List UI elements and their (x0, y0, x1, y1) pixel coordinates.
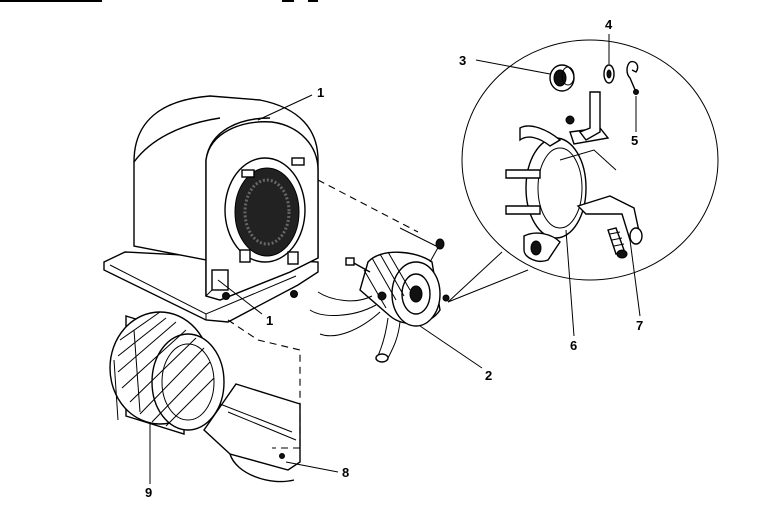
leader-lines (149, 34, 641, 484)
callout-6-mount-ring: 6 (570, 338, 577, 353)
blower-housing (103, 95, 319, 323)
callout-labels: 1 1 2 3 4 5 6 7 8 9 (145, 17, 643, 500)
assembly-dashed-lines (227, 179, 419, 449)
top-border (0, 0, 784, 2)
callout-2-motor: 2 (485, 368, 492, 383)
callout-9-wheel: 9 (145, 485, 152, 500)
callout-7-arm: 7 (636, 318, 643, 333)
rubber-grommet (549, 64, 575, 92)
detail-view (447, 39, 719, 303)
callout-1-bracket: 1 (266, 313, 273, 328)
callout-5-clip: 5 (631, 133, 638, 148)
callout-3-grommet: 3 (459, 53, 466, 68)
callout-1-housing: 1 (317, 85, 324, 100)
callout-4-washer: 4 (605, 17, 613, 32)
blower-motor (309, 227, 450, 363)
motor-mount-ring (505, 125, 587, 262)
retaining-clip (626, 60, 639, 95)
washer (603, 64, 615, 84)
callout-8-cutoff: 8 (342, 465, 349, 480)
mounting-bolt (607, 227, 628, 259)
blower-wheel (109, 311, 225, 435)
